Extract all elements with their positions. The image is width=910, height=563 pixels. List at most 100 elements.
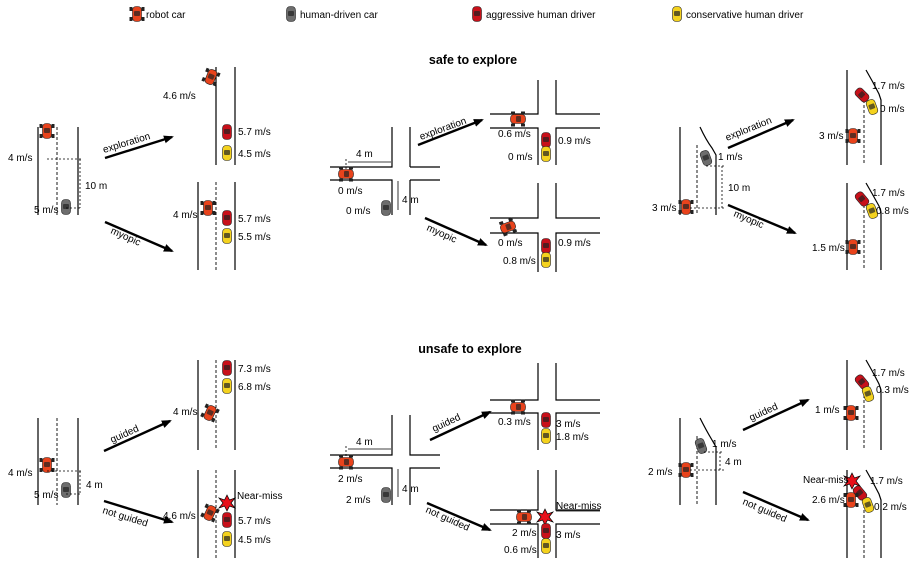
- robot-car: [338, 454, 354, 470]
- speed-label: 0 m/s: [346, 206, 370, 217]
- near-miss-burst-icon: [217, 494, 237, 512]
- safe-lane-scenario: 4 m/s 5 m/s 10 m exploration myopic 4.6 …: [8, 67, 271, 270]
- speed-label: 0.2 m/s: [874, 502, 907, 513]
- speed-label: 0.6 m/s: [504, 545, 537, 556]
- speed-label: 1.7 m/s: [872, 188, 905, 199]
- speed-label: 1.7 m/s: [872, 368, 905, 379]
- speed-label: 0.8 m/s: [503, 256, 536, 267]
- human-car: [694, 438, 708, 454]
- safe-merge-scenario: 1 m/s 3 m/s 10 m exploration myopic 1.7 …: [652, 69, 909, 270]
- arrow-label-myopic: myopic: [732, 209, 765, 232]
- speed-label: 0 m/s: [880, 104, 904, 115]
- robot-car: [39, 457, 55, 473]
- speed-label: 4.5 m/s: [238, 149, 271, 160]
- robot-car: [843, 492, 859, 508]
- speed-label: 4 m/s: [8, 153, 32, 164]
- human-car-icon: [286, 6, 296, 22]
- near-miss-label: Near-miss: [556, 501, 602, 512]
- speed-label: 4.5 m/s: [238, 535, 271, 546]
- aggressive-car: [541, 132, 551, 148]
- robot-car: [510, 399, 526, 415]
- robot-car: [498, 217, 518, 237]
- aggressive-car: [222, 124, 232, 140]
- speed-label: 2 m/s: [512, 528, 536, 539]
- gap-label: 4 m: [725, 457, 742, 468]
- robot-car: [516, 509, 532, 525]
- human-car: [381, 200, 391, 216]
- speed-label: 1 m/s: [712, 439, 736, 450]
- aggressive-car: [854, 87, 870, 103]
- human-car: [61, 199, 71, 215]
- section-title-unsafe: unsafe to explore: [418, 342, 522, 356]
- speed-label: 4 m/s: [8, 468, 32, 479]
- speed-label: 4.6 m/s: [163, 511, 196, 522]
- robot-car-icon: [129, 6, 145, 22]
- aggressive-car: [222, 512, 232, 528]
- speed-label: 3 m/s: [819, 131, 843, 142]
- speed-label: 1.7 m/s: [872, 81, 905, 92]
- speed-label: 5.5 m/s: [238, 232, 271, 243]
- robot-car: [843, 405, 859, 421]
- aggressive-car: [854, 191, 870, 207]
- conservative-car: [861, 497, 875, 513]
- speed-label: 1.7 m/s: [870, 476, 903, 487]
- speed-label: 3 m/s: [556, 419, 580, 430]
- aggressive-car: [222, 210, 232, 226]
- speed-label: 2.6 m/s: [812, 495, 845, 506]
- robot-car: [510, 111, 526, 127]
- speed-label: 1 m/s: [718, 152, 742, 163]
- dist-label: 4 m: [356, 437, 373, 448]
- legend-aggressive: aggressive human driver: [472, 6, 596, 22]
- speed-label: 1.8 m/s: [556, 432, 589, 443]
- speed-label: 5.7 m/s: [238, 127, 271, 138]
- near-miss-label: Near-miss: [237, 491, 283, 502]
- robot-car: [200, 503, 220, 523]
- legend-aggressive-label: aggressive human driver: [486, 10, 596, 21]
- near-miss-burst-icon: [842, 472, 862, 490]
- speed-label: 0.6 m/s: [498, 129, 531, 140]
- gap-label: 10 m: [728, 183, 750, 194]
- safe-intersection-scenario: 4 m 4 m 0 m/s 0 m/s exploration myopic 0…: [330, 80, 600, 272]
- legend-robot: robot car: [129, 6, 186, 22]
- speed-label: 6.8 m/s: [238, 382, 271, 393]
- unsafe-intersection-scenario: 4 m 4 m 2 m/s 2 m/s guided not guided 0.…: [330, 363, 602, 558]
- speed-label: 4.6 m/s: [163, 91, 196, 102]
- conservative-car: [541, 538, 551, 554]
- speed-label: 5 m/s: [34, 490, 58, 501]
- conservative-car-icon: [672, 6, 682, 22]
- speed-label: 0.9 m/s: [558, 136, 591, 147]
- aggressive-car-icon: [472, 6, 482, 22]
- legend-robot-label: robot car: [146, 10, 186, 21]
- unsafe-lane-scenario: 4 m/s 5 m/s 4 m guided not guided 7.3 m/…: [8, 360, 283, 558]
- gap-label: 4 m: [86, 480, 103, 491]
- speed-label: 0.3 m/s: [876, 385, 909, 396]
- aggressive-car: [541, 238, 551, 254]
- dist-label: 4 m: [356, 149, 373, 160]
- near-miss-label: Near-miss: [803, 475, 849, 486]
- arrow-label-myopic: myopic: [109, 226, 142, 249]
- unsafe-merge-scenario: 1 m/s 2 m/s 4 m guided not guided 1.7 m/…: [648, 359, 909, 558]
- speed-label: 0.8 m/s: [876, 206, 909, 217]
- robot-car: [39, 123, 55, 139]
- robot-car: [678, 199, 694, 215]
- human-car: [381, 487, 391, 503]
- robot-car: [845, 239, 861, 255]
- dist-label: 4 m: [402, 195, 419, 206]
- speed-label: 2 m/s: [648, 467, 672, 478]
- legend-human-label: human-driven car: [300, 10, 378, 21]
- robot-car: [845, 128, 861, 144]
- speed-label: 2 m/s: [338, 474, 362, 485]
- conservative-car: [222, 378, 232, 394]
- dist-label: 4 m: [402, 484, 419, 495]
- speed-label: 3 m/s: [652, 203, 676, 214]
- legend-conservative: conservative human driver: [672, 6, 804, 22]
- conservative-car: [222, 531, 232, 547]
- speed-label: 5.7 m/s: [238, 516, 271, 527]
- legend-conservative-label: conservative human driver: [686, 10, 804, 21]
- speed-label: 2 m/s: [346, 495, 370, 506]
- aggressive-car: [541, 523, 551, 539]
- speed-label: 0.9 m/s: [558, 238, 591, 249]
- conservative-car: [222, 228, 232, 244]
- robot-car: [338, 166, 354, 182]
